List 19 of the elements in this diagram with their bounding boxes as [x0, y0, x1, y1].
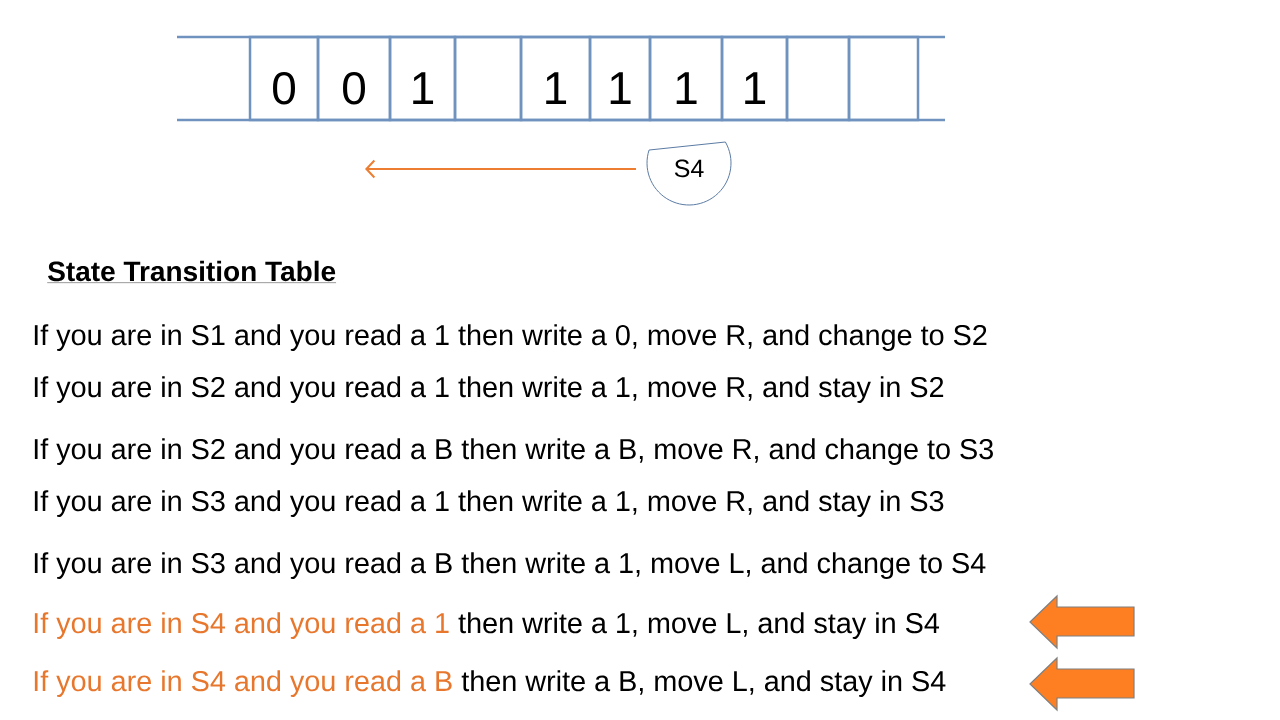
tape-cell: 1 — [720, 35, 789, 122]
tape-cell: 0 — [248, 35, 320, 122]
tape-cell: 1 — [388, 35, 457, 122]
heading: State Transition Table — [47, 260, 337, 283]
tape-cell: 1 — [519, 35, 592, 122]
rule-text: If you are in S4 and you read a B then write a B, move L, and stay in S4 — [34, 670, 946, 697]
tape-cell — [847, 35, 920, 122]
tape-cell — [785, 35, 851, 122]
rule-text: If you are in S2 and you read a 1 then write a 1, move R, and stay in S2 — [34, 376, 944, 403]
rule-text: If you are in S3 and you read a B then write a 1, move L, and change to S4 — [34, 552, 986, 579]
tape-cell: 1 — [588, 35, 652, 122]
tape-cell — [453, 35, 523, 122]
rule-text: If you are in S2 and you read a B then write a B, move R, and change to S3 — [34, 438, 993, 465]
rule-text: If you are in S1 and you read a 1 then write a 0, move R, and change to S2 — [34, 324, 987, 351]
rule-text: If you are in S4 and you read a 1 then write a 1, move L, and stay in S4 — [34, 612, 939, 639]
tape-cell: 1 — [648, 35, 724, 122]
rule-text: If you are in S3 and you read a 1 then write a 1, move R, and stay in S3 — [34, 490, 944, 517]
tape-cell: 0 — [316, 35, 392, 122]
tape-head: S4 — [646, 141, 732, 206]
